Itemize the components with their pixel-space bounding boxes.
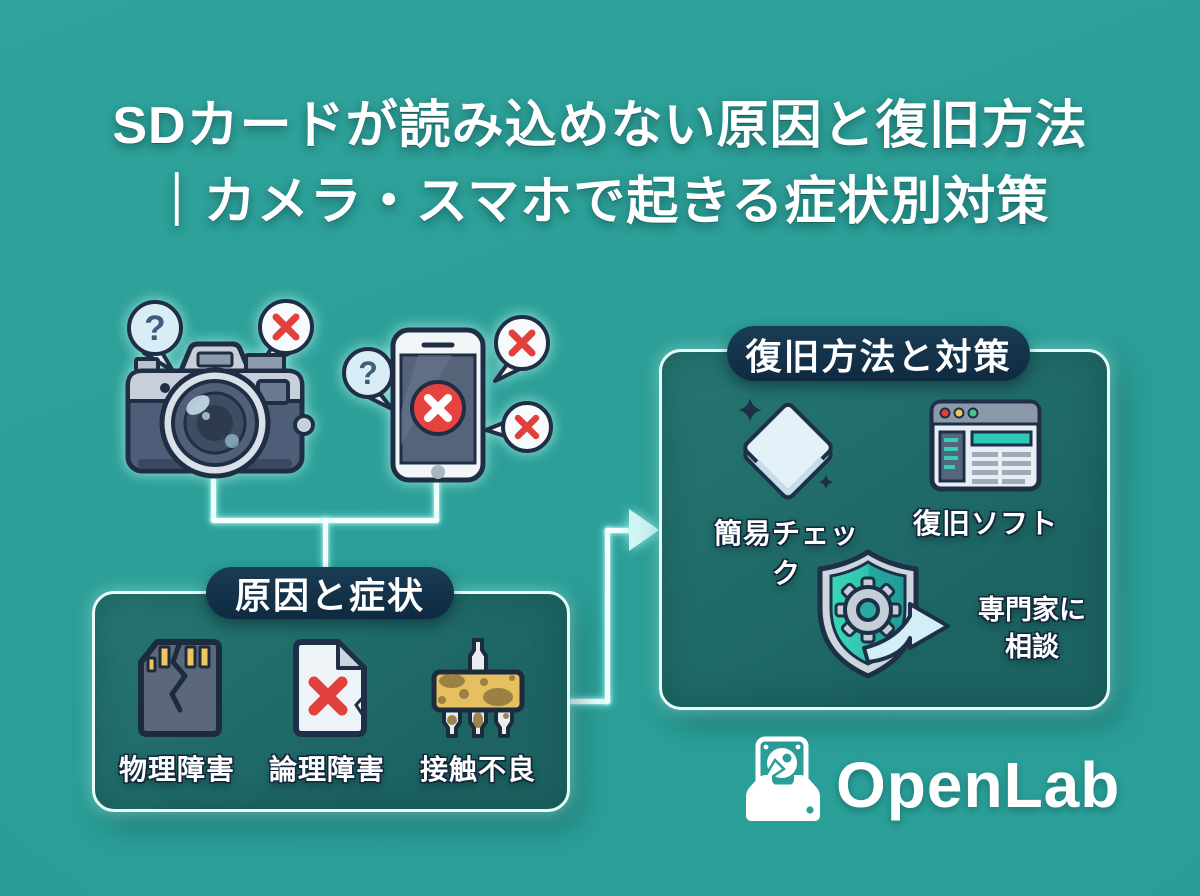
title-line-1: SDカードが読み込めない原因と復旧方法 <box>112 97 1088 155</box>
recovery-label-check: 簡易チェック <box>713 518 859 589</box>
connector-arrow-shaft <box>605 528 632 533</box>
recovery-label-software: 復旧ソフト <box>912 508 1058 539</box>
recovery-item-software: 復旧ソフト <box>903 398 1068 542</box>
page-title: SDカードが読み込めない原因と復旧方法 ｜カメラ・スマホで起きる症状別対策 <box>0 88 1200 240</box>
cause-item-contact: 接触不良 <box>403 636 553 788</box>
causes-header-label: 原因と症状 <box>234 575 425 616</box>
cause-label-contact: 接触不良 <box>419 754 536 785</box>
consult-arrow-icon <box>862 602 950 664</box>
connector-camera-drop <box>211 478 216 522</box>
gear-icon <box>834 576 902 644</box>
error-bubble-icon <box>493 315 550 383</box>
cause-label-logical: 論理障害 <box>268 754 385 785</box>
cracked-sd-card-icon <box>138 639 222 737</box>
sparkle-icon <box>737 398 762 422</box>
consult-line-2: 相談 <box>1005 632 1059 662</box>
recovery-panel-header: 復旧方法と対策 <box>727 326 1030 381</box>
consult-line-1: 専門家に <box>978 595 1086 625</box>
camera-illustration: ? <box>125 299 315 479</box>
causes-panel-header: 原因と症状 <box>206 567 454 619</box>
connector-riser <box>605 528 610 704</box>
logo-text: OpenLab <box>836 749 1121 821</box>
hard-drive-inbox-icon <box>746 736 820 821</box>
recovery-label-consult: 専門家に 相談 <box>952 592 1112 666</box>
flow-arrowhead-icon <box>629 509 659 551</box>
connector-center-drop <box>323 518 328 570</box>
question-mark: ? <box>358 355 378 391</box>
cause-item-physical: 物理障害 <box>102 636 252 788</box>
cause-item-logical: 論理障害 <box>252 636 402 788</box>
cleaning-cloth-icon <box>737 398 834 500</box>
question-mark: ? <box>144 309 165 348</box>
recovery-item-check: 簡易チェック <box>704 392 869 592</box>
smartphone-illustration: ? <box>342 315 553 483</box>
question-bubble-icon: ? <box>342 347 394 411</box>
error-bubble-icon <box>484 401 553 453</box>
title-line-2: ｜カメラ・スマホで起きる症状別対策 <box>150 173 1050 231</box>
error-bubble-icon <box>258 299 314 369</box>
dirty-connector-icon <box>431 638 525 738</box>
recovery-software-icon <box>929 399 1042 492</box>
connector-phone-drop <box>434 478 439 522</box>
shield-gear-arrow-icon <box>817 549 950 679</box>
recovery-header-label: 復旧方法と対策 <box>745 335 1012 377</box>
camera-icon <box>125 341 315 479</box>
corrupted-file-icon <box>292 639 367 737</box>
sparkle-icon <box>817 474 834 490</box>
phone-icon <box>390 327 486 483</box>
connector-exit-horizontal <box>569 699 610 704</box>
cause-label-physical: 物理障害 <box>118 754 235 785</box>
